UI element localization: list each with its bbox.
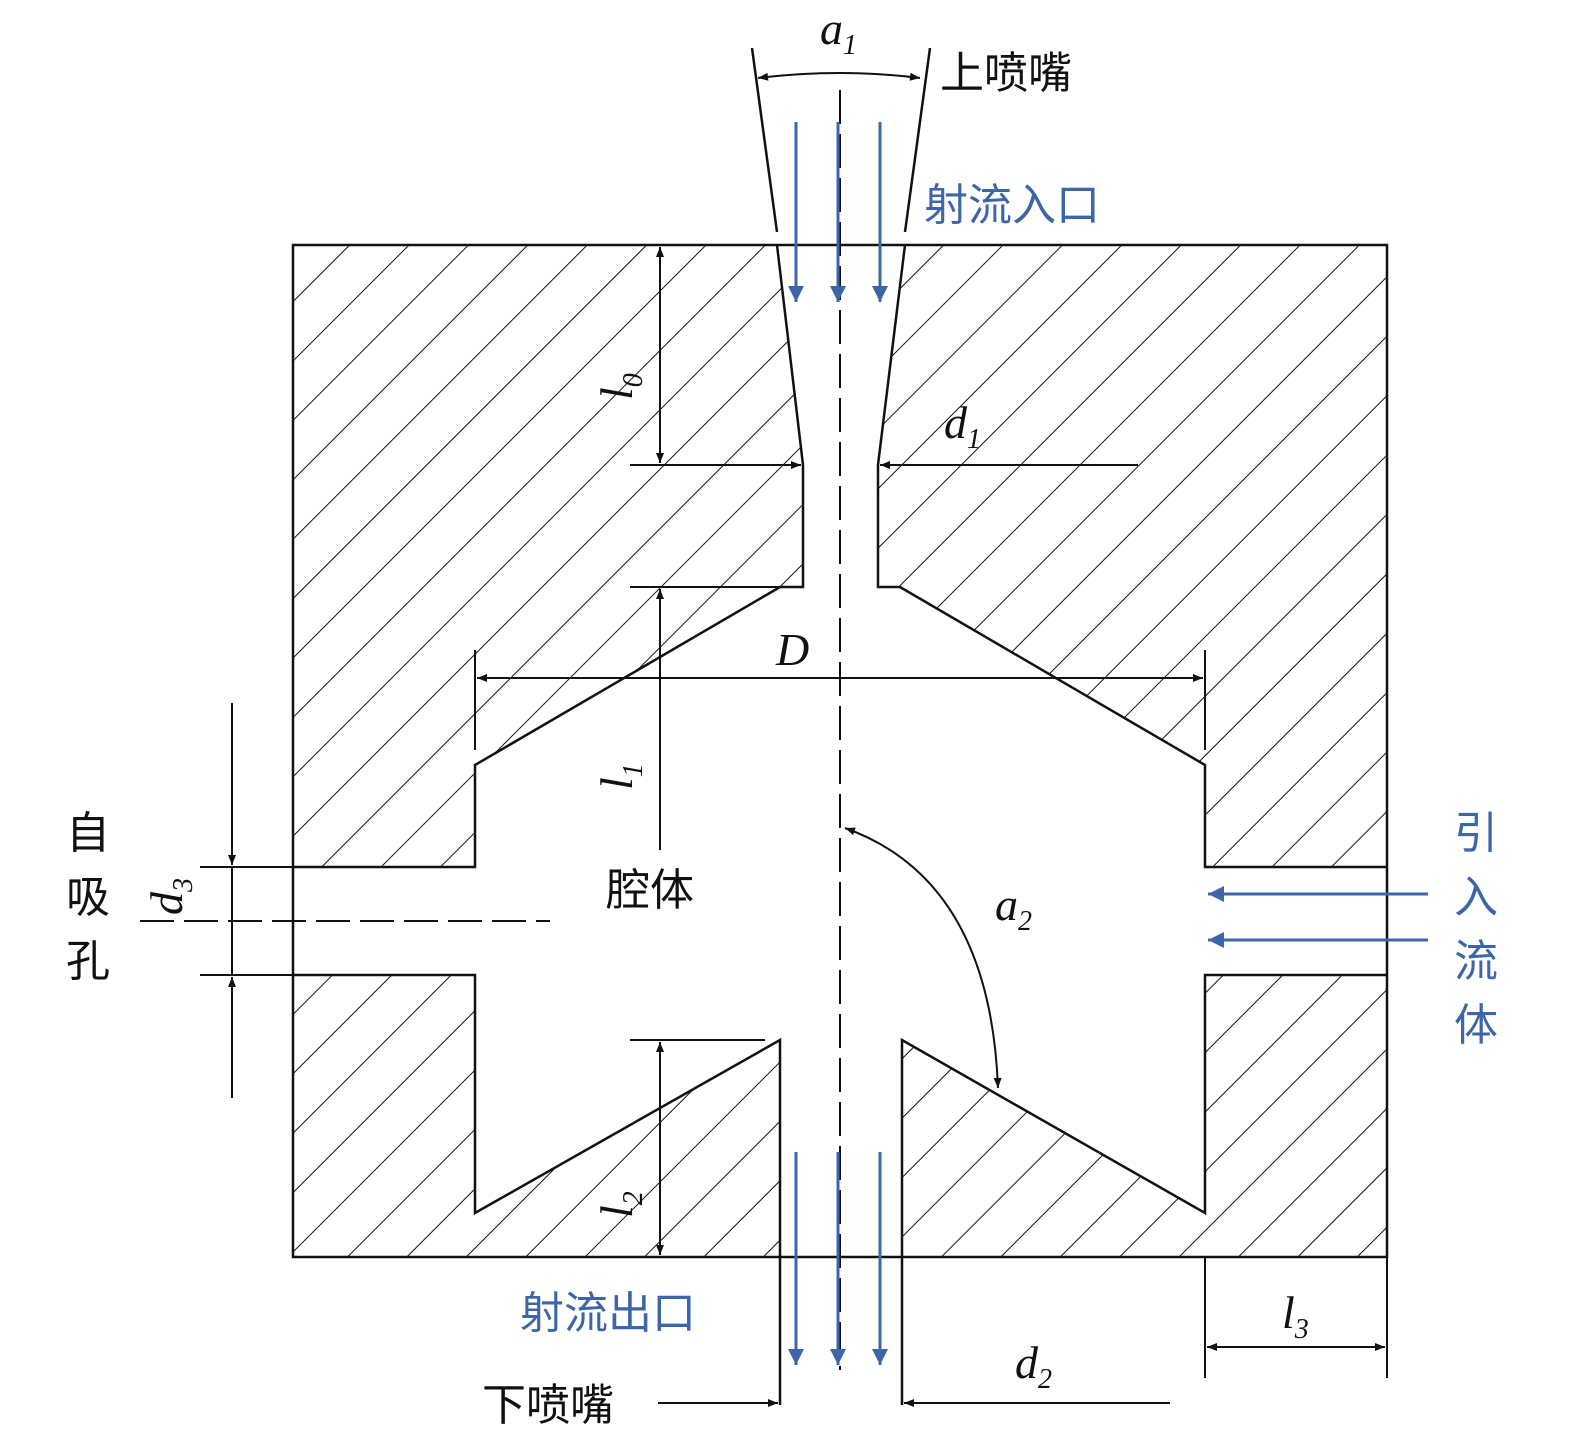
label-inflow-4: 体 <box>1454 1000 1498 1051</box>
jet-inlet-arrows <box>788 122 888 302</box>
label-l0: l0 <box>591 373 649 400</box>
label-jet-outlet: 射流出口 <box>520 1288 696 1339</box>
label-inflow-1: 引 <box>1454 808 1498 859</box>
label-D: D <box>775 624 809 675</box>
label-suction-hole-2: 吸 <box>66 872 110 923</box>
label-jet-inlet: 射流入口 <box>924 180 1100 231</box>
label-a1: a1 <box>820 3 857 61</box>
label-lower-nozzle: 下喷嘴 <box>482 1380 614 1431</box>
inflow-arrows <box>1208 886 1428 948</box>
label-l1: l1 <box>591 763 649 790</box>
label-cavity: 腔体 <box>606 865 694 916</box>
label-a2: a2 <box>995 879 1032 937</box>
label-l3: l3 <box>1282 1287 1309 1345</box>
label-d1: d1 <box>944 397 981 455</box>
label-suction-hole-1: 自 <box>66 808 110 859</box>
label-d2: d2 <box>1015 1337 1052 1395</box>
jet-outlet-arrows <box>788 1152 888 1365</box>
label-l2: l2 <box>591 1191 649 1218</box>
label-inflow-3: 流 <box>1454 936 1498 987</box>
upper-nozzle-right-wall <box>903 47 932 233</box>
label-d3: d3 <box>141 878 199 915</box>
label-upper-nozzle: 上喷嘴 <box>940 48 1072 99</box>
label-inflow-2: 入 <box>1454 872 1498 923</box>
a1-dimension <box>757 72 921 81</box>
a2-dimension <box>844 827 1002 1089</box>
label-suction-hole-3: 孔 <box>66 936 110 987</box>
upper-nozzle-left-wall <box>750 47 779 233</box>
